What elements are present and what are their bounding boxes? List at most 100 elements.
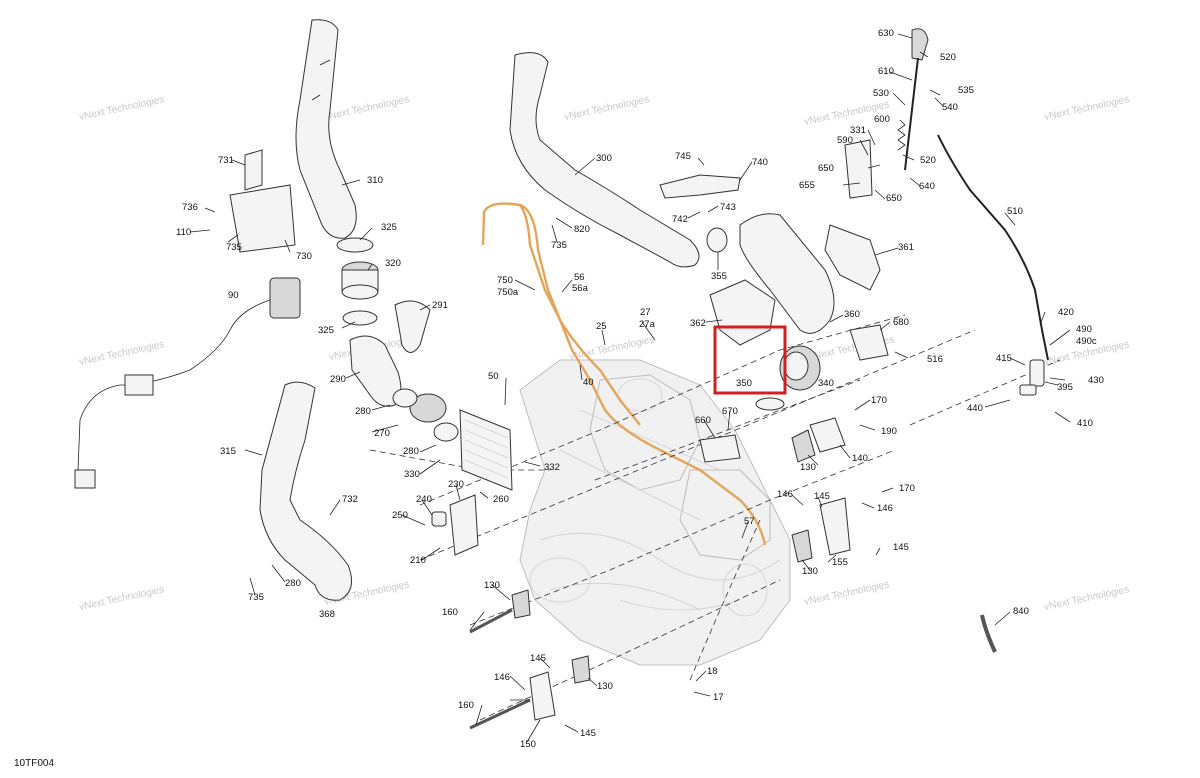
callout-170: 170 xyxy=(899,483,915,494)
mount-130c xyxy=(511,589,531,619)
callout-410: 410 xyxy=(1077,418,1093,429)
callout-361: 361 xyxy=(898,242,914,253)
callout-490: 490 xyxy=(1076,324,1092,335)
callout-130: 130 xyxy=(800,462,816,473)
callout-330: 330 xyxy=(404,469,420,480)
callout-736: 736 xyxy=(182,202,198,213)
callout-630: 630 xyxy=(878,28,894,39)
callout-280: 280 xyxy=(403,446,419,457)
callout-360: 360 xyxy=(844,309,860,320)
bracket-155 xyxy=(819,497,851,556)
callout-320: 320 xyxy=(385,258,401,269)
callout-640: 640 xyxy=(919,181,935,192)
callout-735: 735 xyxy=(551,240,567,251)
callout-150: 150 xyxy=(520,739,536,750)
callout-731: 731 xyxy=(218,155,234,166)
callout-18: 18 xyxy=(707,666,718,677)
callout-332: 332 xyxy=(544,462,560,473)
callout-750: 750 xyxy=(497,275,513,286)
callout-732: 732 xyxy=(342,494,358,505)
callout-146: 146 xyxy=(777,489,793,500)
watermark: vNext Technologies xyxy=(1043,94,1130,123)
callout-530: 530 xyxy=(873,88,889,99)
callout-680: 680 xyxy=(893,317,909,328)
callout-540: 540 xyxy=(942,102,958,113)
callout-395: 395 xyxy=(1057,382,1073,393)
callout-655: 655 xyxy=(799,180,815,191)
bracket-730 xyxy=(229,149,296,253)
callout-145: 145 xyxy=(530,653,546,664)
callout-735: 735 xyxy=(248,592,264,603)
coupler-270 xyxy=(392,388,459,442)
callout-590: 590 xyxy=(837,135,853,146)
callout-355: 355 xyxy=(711,271,727,282)
callout-25: 25 xyxy=(596,321,607,332)
callout-660: 660 xyxy=(695,415,711,426)
callout-600: 600 xyxy=(874,114,890,125)
callout-290: 290 xyxy=(330,374,346,385)
callout-535: 535 xyxy=(958,85,974,96)
duct-315 xyxy=(259,381,353,601)
callout-743: 743 xyxy=(720,202,736,213)
callout-340: 340 xyxy=(818,378,834,389)
intake-tube-300 xyxy=(509,52,700,268)
callout-350: 350 xyxy=(736,378,752,389)
callout-362: 362 xyxy=(690,318,706,329)
callout-742: 742 xyxy=(672,214,688,225)
callout-325: 325 xyxy=(381,222,397,233)
shift-knob-630 xyxy=(911,28,929,61)
callout-325: 325 xyxy=(318,325,334,336)
engine-assembly xyxy=(519,359,791,666)
watermark: vNext Technologies xyxy=(78,584,165,613)
callout-650: 650 xyxy=(886,193,902,204)
callout-145: 145 xyxy=(580,728,596,739)
callout-650: 650 xyxy=(818,163,834,174)
callout-440: 440 xyxy=(967,403,983,414)
callout-310: 310 xyxy=(367,175,383,186)
callout-27: 27 xyxy=(640,307,651,318)
callout-291: 291 xyxy=(432,300,448,311)
clamp-325 xyxy=(336,237,374,253)
callout-190: 190 xyxy=(881,426,897,437)
coupler-320 xyxy=(341,261,379,300)
bolt-160a xyxy=(469,608,513,634)
callout-510: 510 xyxy=(1007,206,1023,217)
mount-130a xyxy=(791,429,816,463)
callout-430: 430 xyxy=(1088,375,1104,386)
callout-17: 17 xyxy=(713,692,724,703)
callout-146: 146 xyxy=(494,672,510,683)
callout-140: 140 xyxy=(852,453,868,464)
callout-labels: 310 325 320 325 291 290 280 270 280 330 … xyxy=(176,28,1104,750)
throttle-body-340 xyxy=(779,345,821,391)
callout-745: 745 xyxy=(675,151,691,162)
cable-end-395 xyxy=(1019,359,1045,396)
callout-840: 840 xyxy=(1013,606,1029,617)
callout-750a: 750a xyxy=(497,287,519,298)
breather-hose-branch xyxy=(519,204,641,426)
spring-600 xyxy=(897,119,906,151)
watermark: vNext Technologies xyxy=(563,94,650,123)
callout-56a: 56a xyxy=(572,283,589,294)
highlight-box xyxy=(713,325,787,395)
shift-rod-610 xyxy=(904,57,919,171)
leader-lines xyxy=(189,33,1071,743)
shield-361 xyxy=(824,224,881,291)
callout-260: 260 xyxy=(493,494,509,505)
callout-146: 146 xyxy=(877,503,893,514)
callout-730: 730 xyxy=(296,251,312,262)
callout-420: 420 xyxy=(1058,307,1074,318)
callout-520: 520 xyxy=(940,52,956,63)
duct-360 xyxy=(739,213,835,334)
callout-145: 145 xyxy=(814,491,830,502)
callout-740: 740 xyxy=(752,157,768,168)
callout-110: 110 xyxy=(176,227,191,238)
callout-415: 415 xyxy=(996,353,1012,364)
callout-27a: 27a xyxy=(639,319,656,330)
callout-40: 40 xyxy=(583,377,594,388)
shield-362 xyxy=(709,279,776,346)
callout-735: 735 xyxy=(226,242,242,253)
callout-90: 90 xyxy=(228,290,239,301)
shift-bracket-590 xyxy=(844,139,873,199)
watermark: vNext Technologies xyxy=(323,94,410,123)
diagram-reference-code: 10TF004 xyxy=(14,758,54,769)
